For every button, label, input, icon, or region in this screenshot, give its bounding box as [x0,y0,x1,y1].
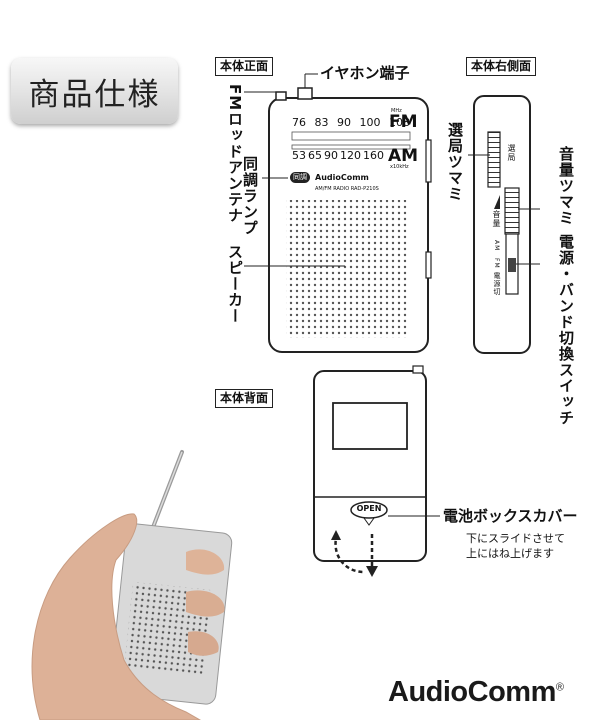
hand-photo [31,450,233,720]
am-tick: 120 [340,149,361,162]
side-label-volume: 音量 [492,210,501,228]
callout-fm-antenna: FMロッドアンテナ [226,84,244,224]
side-label-fm: FM [493,258,500,269]
front-fm-scale: 76 83 90 100 108 [292,116,410,129]
back-radio [313,365,427,577]
am-unit: x10kHz [390,164,409,170]
side-label-power-off: 電源切 [493,272,501,296]
callout-speaker: スピーカー [226,244,244,324]
am-tick: 65 [308,149,322,162]
fm-tick: 76 [292,116,306,129]
am-band-label: AM [388,146,419,166]
front-am-scale: 53 65 90 120 160 [292,149,384,162]
fm-tick: 100 [359,116,381,129]
fm-tick: 83 [314,116,329,129]
brand-name: AudioComm [388,676,556,708]
fm-unit: MHz [391,108,402,114]
front-model: AM/FM RADIO RAD-P210S [315,186,379,192]
brand-registered-mark: ® [555,681,564,694]
open-label: OPEN [356,504,382,513]
section-label-right-side: 本体右側面 [466,57,537,76]
battery-cover-note-1: 下にスライドさせて [466,532,565,545]
tuning-badge: 同調 [290,172,310,183]
callout-tuning-lamp: 同調ランプ [241,156,259,236]
fm-band-label: FM [389,112,418,132]
front-brand: AudioComm [315,173,369,182]
side-label-am: AM [493,240,500,252]
callout-power-band-switch: 電源・バンド切換スイッチ [557,234,575,426]
battery-cover-note-2: 上にはね上げます [466,547,554,560]
brand-logo: AudioComm® [388,676,564,709]
section-label-front: 本体正面 [215,57,274,76]
front-radio [268,87,432,353]
am-tick: 90 [324,149,338,162]
page-title: 商品仕様 [11,58,178,124]
fm-tick: 108 [389,116,410,129]
callout-tuning-knob: 選局ツマミ [446,122,464,202]
side-radio [473,95,531,354]
callout-volume-knob: 音量ツマミ [557,146,575,226]
section-label-back: 本体背面 [215,389,274,408]
callout-earphone-jack: イヤホン端子 [320,64,410,82]
fm-tick: 90 [337,116,351,129]
am-tick: 53 [292,149,306,162]
side-label-tuning: 選局 [507,144,516,162]
am-tick: 160 [363,149,384,162]
callout-battery-cover: 電池ボックスカバー [443,507,578,525]
